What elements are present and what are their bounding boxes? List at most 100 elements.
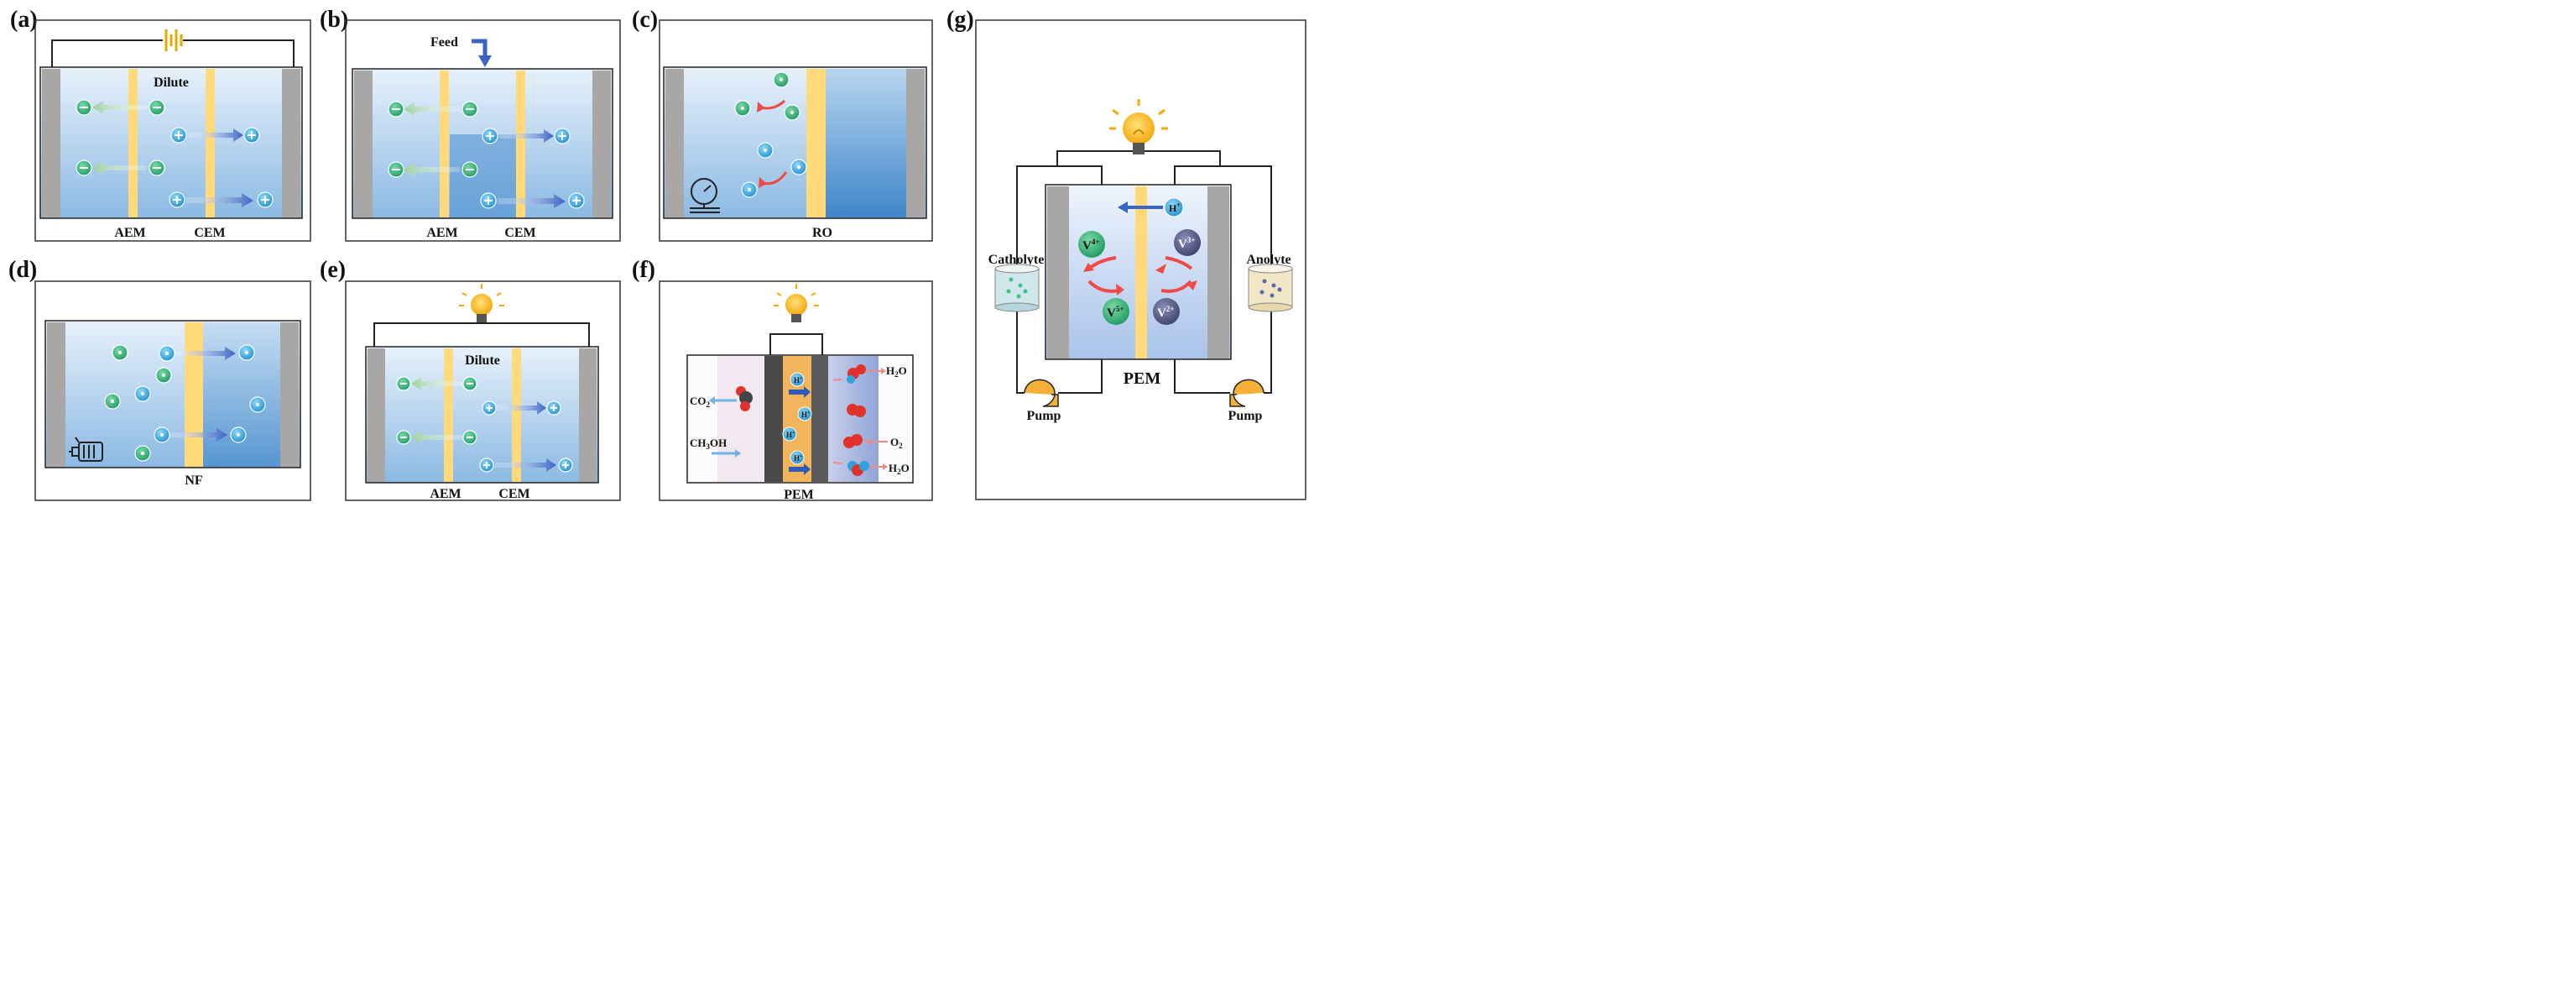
ion-icon (134, 385, 151, 402)
anion-icon (462, 376, 477, 391)
electrode-left (665, 69, 684, 217)
svg-text:H+: H+ (794, 376, 803, 384)
v3-ion-icon: V3+ (1174, 229, 1201, 256)
proton-icon: H+ (790, 372, 805, 387)
ion-icon (155, 367, 172, 384)
panel-f-frame (659, 280, 933, 501)
panel-c-label: (c) (632, 7, 658, 33)
electrode-left (42, 69, 60, 217)
panel-g-label: (g) (946, 7, 974, 33)
pem-membrane (1135, 186, 1147, 358)
panel-g: (g) PEM H+ V4+ V3+ V5+ V (946, 7, 1306, 500)
cation-arrow (189, 128, 243, 142)
cation-icon (482, 400, 497, 416)
light-bulb-icon (459, 284, 504, 322)
aem-label: AEM (114, 226, 145, 240)
pump-icon (1024, 379, 1059, 407)
permeate-zone (826, 69, 907, 217)
v5-ion-icon: V5+ (1103, 298, 1129, 325)
flow-mark (832, 379, 842, 381)
pressure-gauge-icon (690, 178, 720, 213)
panel-g-frame (975, 19, 1306, 500)
electrode-right (579, 348, 597, 482)
anion-icon (76, 99, 92, 116)
cation-icon (558, 458, 573, 473)
nf-label: NF (185, 473, 203, 488)
aem-membrane (440, 71, 449, 217)
cation-icon (243, 127, 260, 144)
rejection-arrow-head (757, 102, 765, 112)
cation-arrow (498, 194, 566, 208)
svg-text:V3+: V3+ (1178, 236, 1195, 251)
panel-f: (f) PEM CO2 CH3OH H+ H+ H+ H+ (632, 257, 933, 502)
anolyte-tank-icon (1248, 264, 1293, 312)
anion-icon (388, 101, 404, 118)
anion-arrow (411, 431, 463, 444)
anion-icon (388, 161, 404, 178)
panel-e-label: (e) (320, 257, 346, 283)
circuit-wire (373, 322, 590, 347)
svg-text:H+: H+ (801, 411, 811, 419)
light-bulb-icon (1109, 99, 1168, 154)
v2-ion-icon: V2+ (1153, 298, 1180, 325)
ion-icon (230, 426, 247, 443)
panel-f-label: (f) (632, 257, 655, 283)
cation-icon (479, 458, 494, 473)
electrode-right (592, 71, 611, 217)
nf-membrane (185, 322, 203, 467)
aem-label: AEM (426, 226, 457, 240)
proton-icon: H+ (1164, 197, 1184, 217)
pump-label-left: Pump (1027, 409, 1061, 423)
pump-label-right: Pump (1228, 409, 1263, 423)
svg-text:V4+: V4+ (1082, 238, 1099, 253)
panel-b: (b) Feed AEM CEM (320, 7, 621, 242)
circuit-wire (769, 333, 823, 355)
oxygen-molecule-icon (843, 434, 863, 448)
panel-d-label: (d) (8, 257, 37, 283)
electrode-right (1207, 186, 1229, 358)
electrode-left (1047, 186, 1069, 358)
ion-icon (159, 345, 175, 362)
cem-membrane (206, 69, 215, 217)
h2o-arrow-head (881, 368, 886, 374)
ion-icon (112, 344, 128, 361)
electrode-left (354, 71, 373, 217)
proton-icon: H+ (797, 406, 812, 421)
ion-icon (134, 445, 151, 462)
panel-a-label: (a) (10, 7, 38, 33)
anion-icon (396, 376, 411, 391)
cation-icon (554, 128, 571, 144)
svg-text:H+: H+ (786, 431, 795, 439)
aem-label: AEM (430, 487, 461, 501)
ion-icon (773, 71, 790, 88)
ch3oh-arrow-head (735, 449, 741, 458)
rejection-arrow-head (759, 177, 767, 188)
feed-label: Feed (430, 35, 458, 50)
cation-arrow (495, 458, 556, 472)
panel-c-frame (659, 19, 933, 242)
ro-label: RO (812, 226, 832, 240)
electrode-right (282, 69, 300, 217)
proton-icon: H+ (790, 450, 805, 465)
catholyte-tank-icon (994, 264, 1040, 312)
ro-membrane (806, 69, 826, 217)
anion-icon (76, 160, 92, 176)
anode-zone (717, 356, 766, 482)
anion-arrow (404, 102, 460, 116)
feed-arrow-head (478, 55, 492, 67)
cation-icon (546, 400, 561, 416)
cation-arrow (186, 193, 253, 207)
cem-membrane (516, 71, 525, 217)
anion-icon (461, 101, 478, 118)
anion-icon (396, 430, 411, 445)
ion-icon (104, 393, 121, 410)
anode-electrode (764, 356, 783, 482)
anion-icon (149, 160, 165, 176)
co2-label: CO2 (690, 395, 711, 409)
cation-icon (169, 191, 185, 208)
panel-a-frame (34, 19, 311, 242)
ion-icon (238, 344, 255, 361)
proton-arrow (789, 386, 811, 398)
panel-e: (e) Dilute AEM CEM (320, 257, 621, 501)
